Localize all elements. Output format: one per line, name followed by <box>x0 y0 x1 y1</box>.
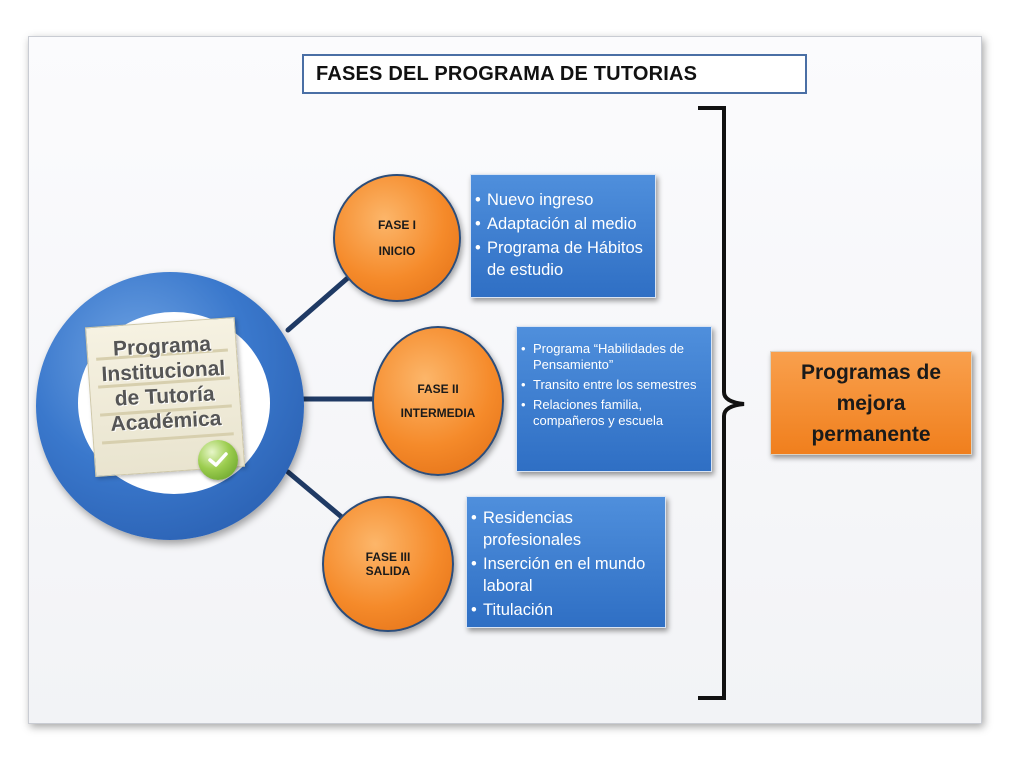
phase-1-card: Nuevo ingreso Adaptación al medio Progra… <box>470 174 656 298</box>
grouping-brace <box>698 106 745 700</box>
phase-2-name: INTERMEDIA <box>400 406 476 420</box>
check-icon <box>198 440 238 480</box>
diagram-title: FASES DEL PROGRAMA DE TUTORIAS <box>316 62 698 85</box>
result-text: Programas de mejora permanente <box>800 360 942 446</box>
list-item: Adaptación al medio <box>475 213 649 235</box>
phase-1-label: FASE I <box>377 218 416 232</box>
result-box: Programas de mejora permanente <box>770 351 972 455</box>
phase-3-label: FASE III <box>365 550 411 564</box>
list-item: Inserción en el mundo laboral <box>471 553 659 597</box>
list-item: Programa de Hábitos de estudio <box>475 237 649 281</box>
title-box: FASES DEL PROGRAMA DE TUTORIAS <box>302 54 807 94</box>
phase-3-name: SALIDA <box>365 564 411 578</box>
phase-3-card: Residencias profesionales Inserción en e… <box>466 496 666 628</box>
phase-circle-3: FASE III SALIDA <box>322 496 454 632</box>
connector-phase-1 <box>285 273 353 333</box>
list-item: Nuevo ingreso <box>475 189 649 211</box>
list-item: Titulación <box>471 599 659 621</box>
list-item: Relaciones familia, compañeros y escuela <box>521 397 705 429</box>
list-item: Transito entre los semestres <box>521 377 705 393</box>
phase-circle-1: FASE I INICIO <box>333 174 461 302</box>
phase-1-name: INICIO <box>378 244 416 258</box>
phase-2-label: FASE II <box>417 382 459 396</box>
phase-2-card: Programa “Habilidades de Pensamiento” Tr… <box>516 326 712 472</box>
phase-circle-2: FASE II INTERMEDIA <box>372 326 504 476</box>
list-item: Programa “Habilidades de Pensamiento” <box>521 341 705 373</box>
list-item: Residencias profesionales <box>471 507 659 551</box>
connector-phase-3 <box>285 469 353 527</box>
program-logo: Programa Institucional de Tutoría Académ… <box>79 330 248 438</box>
